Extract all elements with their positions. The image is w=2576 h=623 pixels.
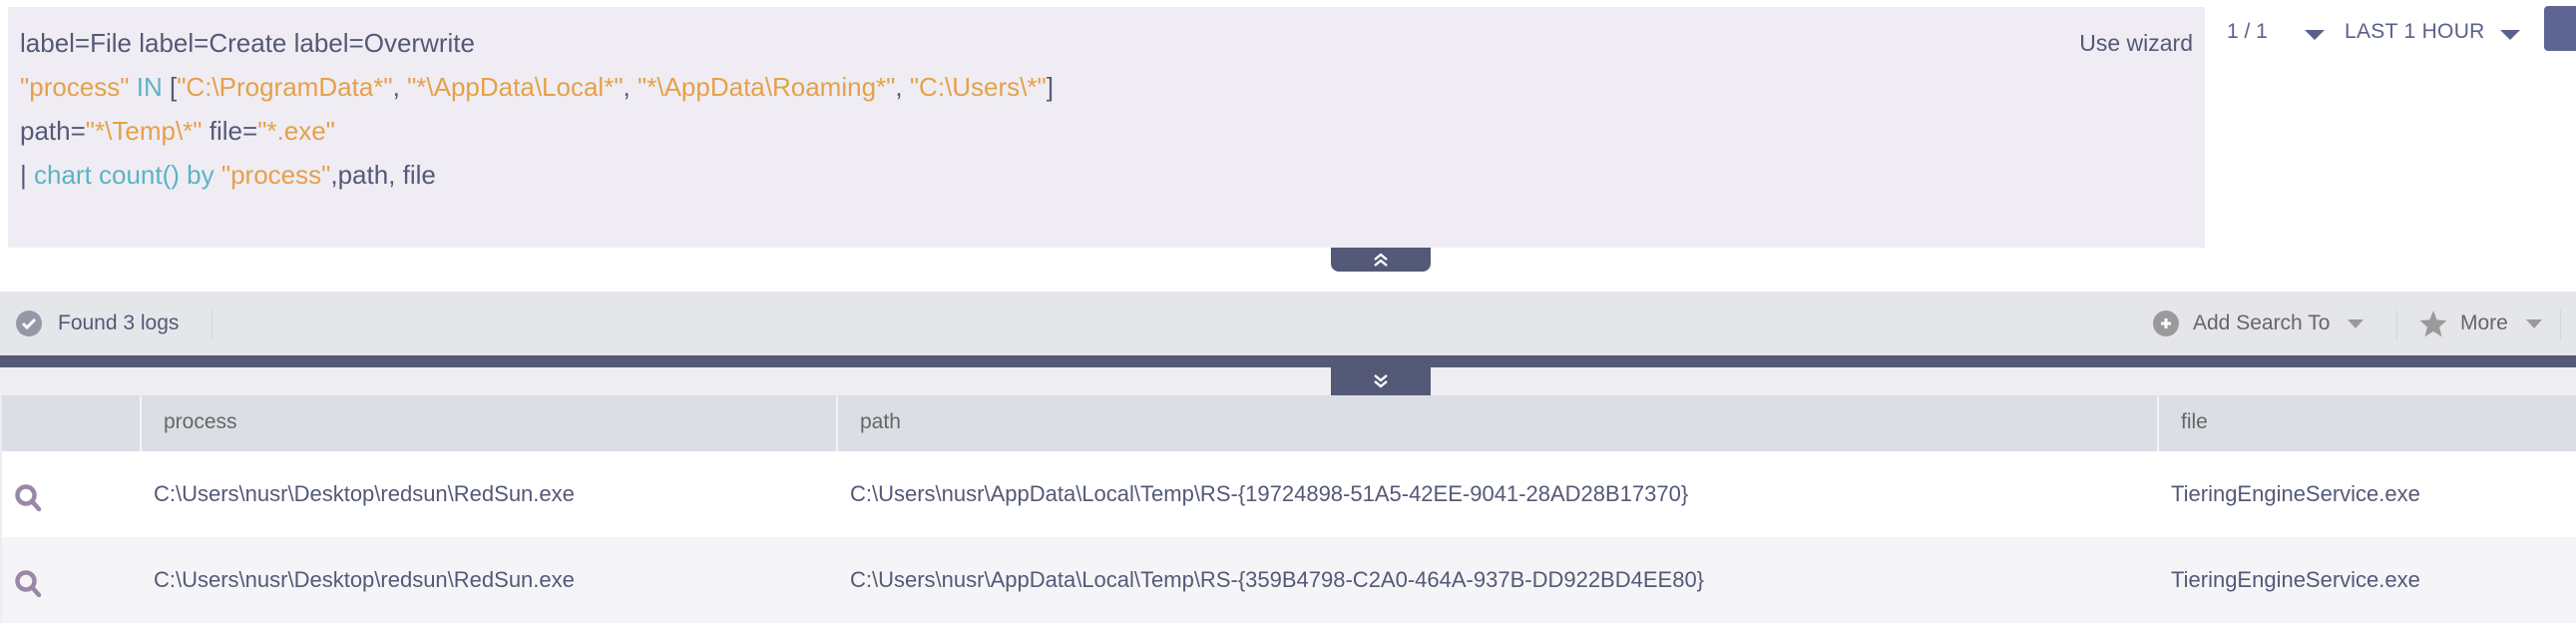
query-editor[interactable]: label=File label=Create label=Overwrite …: [8, 7, 2205, 248]
check-circle-icon: [16, 311, 42, 336]
column-header-file[interactable]: file: [2157, 395, 2576, 451]
query-line-2: "process" IN ["C:\ProgramData*", "*\AppD…: [20, 65, 2205, 109]
magnifier-icon[interactable]: [14, 569, 42, 599]
query-token: "C:\Users\*": [909, 72, 1047, 102]
cell-process: C:\Users\nusr\Desktop\redsun\RedSun.exe: [154, 567, 575, 592]
cell-process: C:\Users\nusr\Desktop\redsun\RedSun.exe: [154, 481, 575, 506]
cell-path: C:\Users\nusr\AppData\Local\Temp\RS-{197…: [850, 481, 1689, 506]
use-wizard-link[interactable]: Use wizard: [2079, 30, 2193, 56]
query-token: ,: [895, 72, 910, 102]
table-row[interactable]: C:\Users\nusr\Desktop\redsun\RedSun.exe …: [2, 537, 2576, 623]
query-line-1: label=File label=Create label=Overwrite: [20, 21, 2205, 65]
query-token: file=: [202, 116, 258, 146]
add-search-to-label: Add Search To: [2193, 312, 2331, 334]
query-token: by: [179, 160, 221, 190]
pagination-label[interactable]: 1 / 1: [2227, 20, 2268, 43]
cell-file: TieringEngineService.exe: [2171, 567, 2420, 592]
query-token: ]: [1046, 72, 1054, 102]
column-header-path[interactable]: path: [836, 395, 2157, 451]
query-token: chart count(): [33, 160, 180, 190]
query-token: ,: [623, 72, 638, 102]
pagination-caret-icon[interactable]: [2305, 30, 2325, 40]
query-token: "process": [220, 160, 331, 190]
query-token: path=: [20, 116, 86, 146]
found-logs-label: Found 3 logs: [58, 312, 180, 334]
query-token: "*\AppData\Local*": [407, 72, 624, 102]
cell-path: C:\Users\nusr\AppData\Local\Temp\RS-{359…: [850, 567, 1705, 592]
header-actions: [2, 395, 140, 451]
search-controls: 1 / 1 LAST 1 HOUR: [2217, 0, 2576, 70]
collapse-editor-button[interactable]: [1331, 248, 1431, 272]
results-toolbar: Found 3 logs Add Search To More: [0, 292, 2576, 355]
query-token: [: [169, 72, 178, 102]
toolbar-divider: [2396, 310, 2397, 339]
double-chevron-down-icon: [1374, 374, 1388, 388]
query-line-4: | chart count() by "process",path, file: [20, 153, 2205, 197]
more-label: More: [2460, 312, 2508, 334]
caret-down-icon: [2348, 318, 2364, 328]
star-icon: [2419, 311, 2447, 337]
add-search-to-button[interactable]: Add Search To: [2153, 308, 2364, 339]
time-range-selector[interactable]: LAST 1 HOUR: [2345, 20, 2485, 43]
run-search-button[interactable]: [2544, 6, 2576, 51]
caret-down-icon: [2525, 318, 2542, 328]
query-token: "process": [20, 72, 130, 102]
query-token: ,: [392, 72, 408, 102]
table-header: process path file: [2, 395, 2576, 451]
results-table: process path file C:\Users\nusr\Desktop\…: [0, 367, 2576, 623]
expand-results-button[interactable]: [1331, 367, 1431, 395]
panel-divider[interactable]: [0, 355, 2576, 367]
cell-file: TieringEngineService.exe: [2171, 481, 2420, 506]
query-token: ,path, file: [330, 160, 436, 190]
query-token: label=File label=Create label=Overwrite: [20, 28, 475, 58]
toolbar-divider: [212, 310, 213, 339]
query-token: "*\AppData\Roaming*": [638, 72, 896, 102]
found-logs-status: Found 3 logs: [16, 308, 179, 339]
more-button[interactable]: More: [2418, 308, 2542, 339]
column-header-process[interactable]: process: [140, 395, 836, 451]
double-chevron-up-icon: [1374, 253, 1388, 267]
plus-circle-icon: [2153, 311, 2179, 336]
query-token: |: [20, 160, 34, 190]
toolbar-divider: [2560, 310, 2561, 339]
query-token: "*\Temp\*": [85, 116, 203, 146]
query-token: "C:\ProgramData*": [177, 72, 393, 102]
table-row[interactable]: C:\Users\nusr\Desktop\redsun\RedSun.exe …: [2, 451, 2576, 537]
time-range-caret-icon[interactable]: [2500, 30, 2520, 40]
query-line-3: path="*\Temp\*" file="*.exe": [20, 109, 2205, 153]
query-token: IN: [129, 72, 170, 102]
magnifier-icon[interactable]: [14, 483, 42, 513]
query-token: "*.exe": [257, 116, 335, 146]
